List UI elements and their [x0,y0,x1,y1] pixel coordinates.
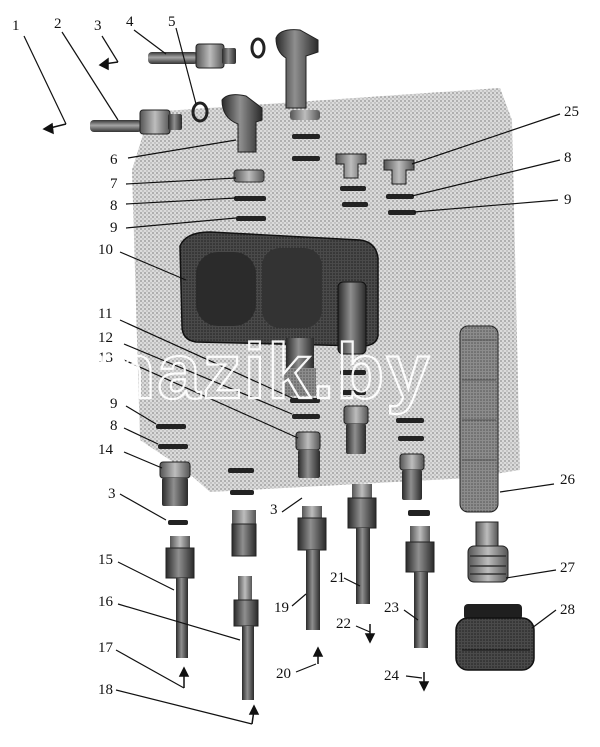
callout-11: 11 [98,306,112,322]
seal-stack-left [233,110,320,221]
callout-16: 16 [98,594,114,610]
callout-9-lower: 9 [110,396,118,412]
watermark-text: mazik.by [86,327,431,415]
seal-stack-lower-left [156,424,254,525]
plug-fittings [335,153,416,215]
callout-7: 7 [110,176,118,192]
callout-9-right: 9 [564,192,572,208]
callout-3-middle: 3 [270,502,278,518]
valve-body [179,231,379,396]
callout-2: 2 [54,16,62,32]
callout-5: 5 [168,14,176,30]
leader-lines [23,27,561,725]
tube-assemblies [165,484,435,700]
callout-8-lower: 8 [110,418,118,434]
callout-26: 26 [560,472,576,488]
callout-12: 12 [98,330,113,346]
callout-4: 4 [126,14,134,30]
callout-1: 1 [12,18,20,34]
callout-8: 8 [110,198,118,214]
callout-24: 24 [384,668,400,684]
callout-28: 28 [560,602,575,618]
callout-18: 18 [98,682,113,698]
callout-10: 10 [98,242,113,258]
flow-arrows [42,57,430,725]
callout-23: 23 [384,600,399,616]
callout-13: 13 [98,350,113,366]
callout-8-right: 8 [564,150,572,166]
callout-19: 19 [274,600,289,616]
callout-22: 22 [336,616,351,632]
callout-27: 27 [560,560,576,576]
hose-assembly [455,325,535,671]
seal-stack-middle [290,370,425,500]
callout-3: 3 [94,18,102,34]
callout-14: 14 [98,442,114,458]
callout-20: 20 [276,666,291,682]
callout-15: 15 [98,552,113,568]
callout-labels: 1 2 3 4 5 6 7 8 9 10 11 12 13 9 8 14 3 1… [12,14,579,698]
callout-17: 17 [98,640,114,656]
callout-9: 9 [110,220,118,236]
upper-fittings [90,29,319,153]
callout-21: 21 [330,570,345,586]
callout-6: 6 [110,152,118,168]
callout-3-lower: 3 [108,486,116,502]
callout-25: 25 [564,104,579,120]
